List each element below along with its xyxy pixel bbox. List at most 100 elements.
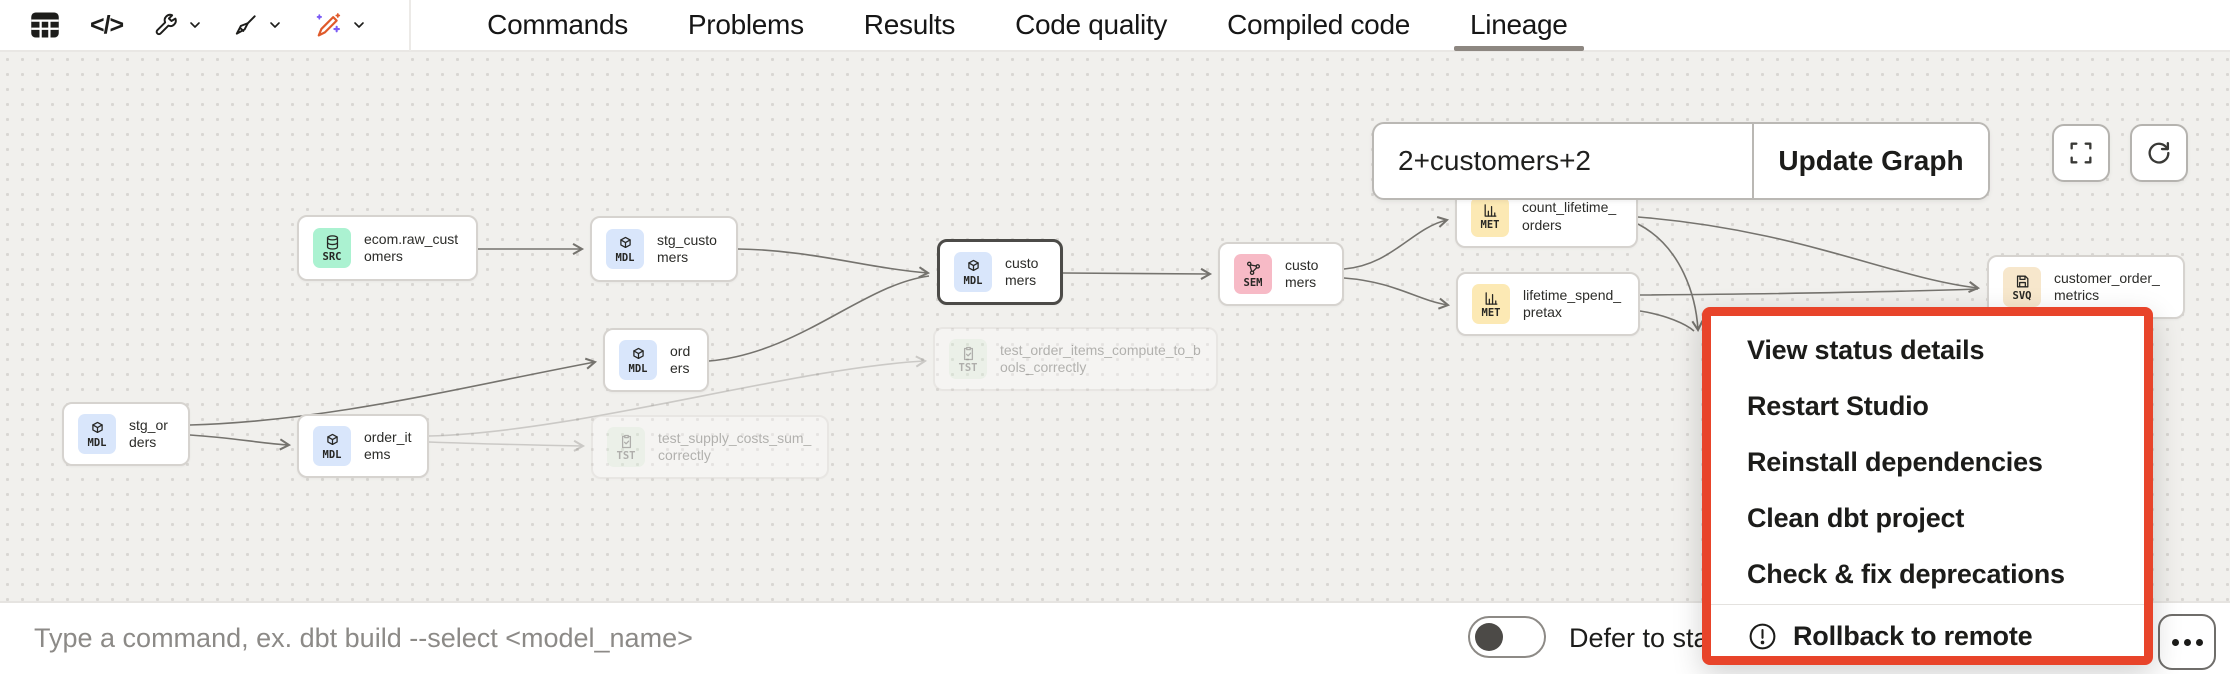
fullscreen-button[interactable] (2052, 124, 2110, 182)
code-button[interactable]: </> (90, 10, 124, 40)
more-options-button[interactable] (2158, 614, 2216, 670)
node-badge-src: SRC (313, 228, 351, 268)
chevron-down-icon (267, 17, 283, 33)
node-badge-mdl: MDL (313, 426, 351, 466)
ellipsis-icon (2171, 638, 2179, 646)
node-badge-label: TST (616, 449, 636, 462)
graph-controls: Update Graph (1372, 122, 2188, 200)
node-label: orders (670, 342, 691, 377)
table-button[interactable] (30, 11, 60, 39)
defer-label: Defer to sta (1569, 623, 1709, 653)
node-badge-label: MDL (87, 436, 107, 449)
panel-tabs: Commands Problems Results Code quality Compi… (457, 0, 1597, 51)
menu-item-label: Restart Studio (1747, 390, 1929, 421)
lineage-node-ecom-raw-customers[interactable]: SRC ecom.raw_customers (297, 215, 478, 281)
lineage-edge (1639, 310, 1695, 332)
chart-icon (1483, 290, 1500, 307)
menu-item-label: Reinstall dependencies (1747, 446, 2043, 477)
node-label: stg_customers (657, 231, 717, 266)
menu-item-label: Clean dbt project (1747, 502, 1965, 533)
lineage-node-test-supply-costs-sum-correctly[interactable]: TST test_supply_costs_sum_correctly (591, 415, 829, 479)
toolbar-divider (409, 0, 412, 51)
lineage-edge (189, 434, 292, 451)
node-badge-tst: TST (607, 427, 645, 467)
lineage-edge (1637, 223, 1704, 333)
tab-commands[interactable]: Commands (487, 9, 628, 40)
cube-icon (617, 235, 634, 252)
lineage-node-stg-orders[interactable]: MDL stg_orders (62, 402, 190, 466)
lineage-node-order-items[interactable]: MDL order_items (297, 414, 429, 478)
update-graph-button[interactable]: Update Graph (1752, 124, 1988, 198)
menu-item-label: Rollback to remote (1793, 620, 2033, 651)
node-badge-tst: TST (949, 339, 987, 379)
lineage-edge (1637, 216, 1981, 293)
tab-results[interactable]: Results (863, 9, 956, 40)
lineage-edge (1639, 288, 1979, 296)
tab-compiled-code[interactable]: Compiled code (1227, 9, 1410, 40)
broom-button[interactable] (233, 12, 283, 38)
table-icon (30, 11, 60, 39)
code-icon: </> (90, 10, 124, 39)
lineage-node-customers-model[interactable]: MDL customers (937, 239, 1063, 305)
node-badge-met: MET (1471, 196, 1509, 237)
node-badge-svq: SVQ (2003, 267, 2041, 307)
node-badge-label: SVQ (2012, 289, 2032, 302)
menu-divider (1711, 604, 2144, 605)
menu-item-reinstall-dependencies[interactable]: Reinstall dependencies (1711, 434, 2144, 490)
menu-item-check-fix-deprecations[interactable]: Check & fix deprecations (1711, 546, 2144, 602)
menu-item-view-status-details[interactable]: View status details (1711, 322, 2144, 378)
lineage-node-test-order-items-compute-to-bools-correctly[interactable]: TST test_order_items_compute_to_bools_co… (933, 327, 1218, 391)
tab-code-quality[interactable]: Code quality (1015, 9, 1168, 40)
node-label: count_lifetime_orders (1522, 199, 1617, 233)
node-label: ecom.raw_customers (364, 230, 459, 265)
lineage-node-orders[interactable]: MDL orders (603, 328, 709, 392)
node-badge-mdl: MDL (606, 229, 644, 269)
toolbar-icon-group: </> (0, 0, 397, 51)
node-badge-label: MET (1481, 306, 1501, 319)
lineage-node-customers-semantic[interactable]: SEM customers (1218, 242, 1344, 306)
lineage-node-stg-customers[interactable]: MDL stg_customers (590, 216, 738, 282)
node-badge-label: MDL (615, 251, 635, 264)
wrench-icon (153, 12, 179, 38)
node-label: lifetime_spend_pretax (1523, 286, 1622, 321)
tab-problems[interactable]: Problems (687, 9, 804, 40)
lineage-edge (708, 275, 930, 362)
node-label: test_order_items_compute_to_bools_correc… (1000, 341, 1201, 376)
fullscreen-icon (2070, 142, 2092, 164)
lineage-edge (1343, 277, 1451, 310)
node-badge-label: MDL (628, 362, 648, 375)
refresh-button[interactable] (2130, 124, 2188, 182)
node-badge-label: TST (958, 361, 978, 374)
lineage-selector-input[interactable] (1374, 124, 1752, 198)
node-label: order_items (364, 428, 412, 463)
lineage-edge (1062, 267, 1213, 280)
cube-icon (89, 420, 106, 437)
lineage-edge (737, 248, 931, 279)
menu-item-label: Check & fix deprecations (1747, 558, 2065, 589)
node-label: customers (1285, 256, 1319, 291)
test-icon (960, 345, 977, 362)
tab-lineage[interactable]: Lineage (1440, 0, 1598, 51)
menu-item-restart-studio[interactable]: Restart Studio (1711, 378, 2144, 434)
test-icon (618, 433, 635, 450)
node-badge-mdl: MDL (619, 340, 657, 380)
wrench-button[interactable] (153, 12, 203, 38)
menu-item-clean-dbt-project[interactable]: Clean dbt project (1711, 490, 2144, 546)
chevron-down-icon (187, 17, 203, 33)
command-input[interactable] (34, 603, 1414, 674)
database-icon (324, 234, 341, 251)
save-icon (2014, 273, 2031, 290)
lineage-edge (428, 355, 928, 437)
defer-toggle[interactable] (1468, 616, 1546, 658)
menu-item-rollback-to-remote[interactable]: Rollback to remote (1711, 608, 2144, 664)
node-label: test_supply_costs_sum_correctly (658, 429, 812, 464)
node-label: stg_orders (129, 416, 168, 451)
warning-icon (1747, 621, 1778, 652)
lineage-node-lifetime-spend-pretax[interactable]: MET lifetime_spend_pretax (1456, 272, 1640, 336)
node-badge-label: MDL (322, 448, 342, 461)
magic-pencil-button[interactable] (313, 11, 367, 39)
chevron-down-icon (351, 17, 367, 33)
